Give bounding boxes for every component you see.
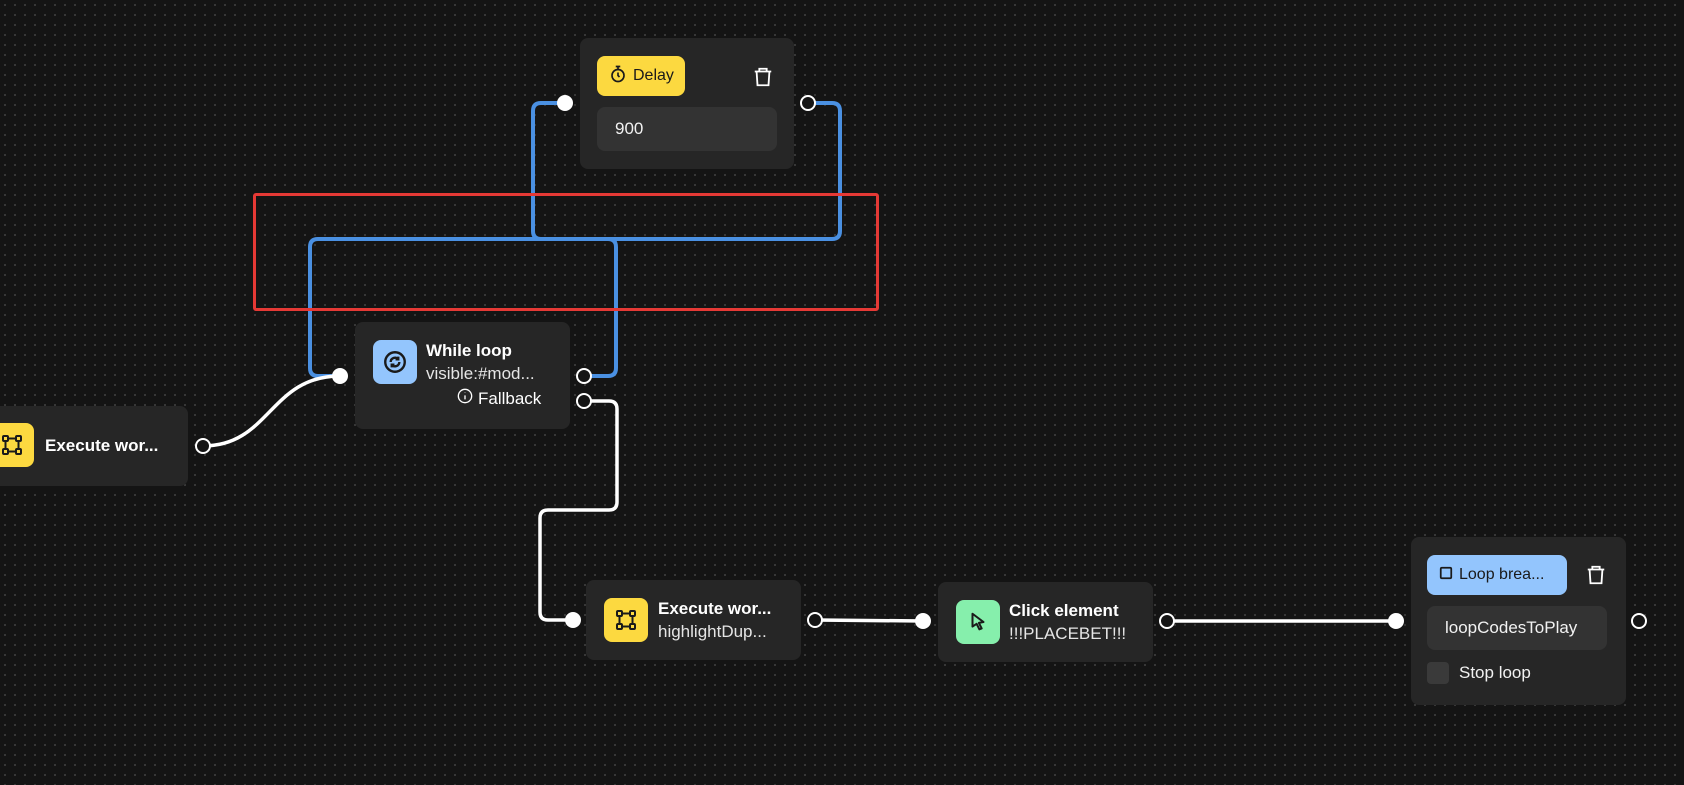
delay-node[interactable]: Delay 900 — [580, 38, 794, 169]
execute-bottom-input-handle[interactable] — [565, 612, 581, 628]
fallback-label: Fallback — [478, 388, 542, 408]
delay-output-handle[interactable] — [800, 95, 816, 111]
delay-label-pill: Delay — [597, 56, 685, 96]
execute-workflow-node-left[interactable]: Execute wor... — [0, 406, 188, 486]
loop-breakpoint-node[interactable]: Loop brea... loopCodesToPlay Stop loop — [1411, 537, 1626, 705]
flow-nodes-icon — [604, 598, 648, 642]
loop-break-input-handle[interactable] — [1388, 613, 1404, 629]
node-condition: visible:#mod... — [426, 364, 535, 383]
trash-icon[interactable] — [750, 63, 776, 91]
node-title: Execute wor... — [658, 599, 772, 618]
execute-workflow-node[interactable]: Execute wor... highlightDup... — [586, 580, 801, 660]
node-title: While loop — [426, 341, 512, 360]
click-input-handle[interactable] — [915, 613, 931, 629]
cursor-icon — [956, 600, 1000, 644]
execute-bottom-output-handle[interactable] — [807, 612, 823, 628]
node-title: Execute wor... — [45, 436, 159, 455]
fallback-label-row: Fallback — [457, 388, 541, 409]
while-loop-output-handle[interactable] — [576, 368, 592, 384]
loop-break-label-pill: Loop brea... — [1427, 555, 1567, 595]
stop-loop-checkbox[interactable] — [1427, 662, 1449, 684]
info-icon — [457, 388, 473, 409]
flow-nodes-icon — [0, 423, 34, 467]
while-input-handle[interactable] — [332, 368, 348, 384]
node-title: Click element — [1009, 601, 1119, 620]
loop-id-input[interactable]: loopCodesToPlay — [1427, 606, 1607, 650]
trash-icon[interactable] — [1583, 561, 1609, 589]
node-subtitle: highlightDup... — [658, 622, 767, 641]
loop-break-label: Loop brea... — [1459, 566, 1545, 583]
edge-execute-to-while — [201, 374, 342, 448]
while-fallback-output-handle[interactable] — [576, 393, 592, 409]
delay-input-handle[interactable] — [557, 95, 573, 111]
node-subtitle: !!!PLACEBET!!! — [1009, 624, 1127, 643]
square-icon — [1439, 566, 1453, 585]
while-loop-node[interactable]: While loop visible:#mod... Fallback — [355, 322, 570, 429]
click-element-node[interactable]: Click element !!!PLACEBET!!! — [938, 582, 1153, 662]
stopwatch-icon — [609, 65, 627, 88]
execute-left-output-handle[interactable] — [195, 438, 211, 454]
loop-break-output-handle[interactable] — [1631, 613, 1647, 629]
loop-icon — [373, 340, 417, 384]
edge-execute-to-click — [813, 618, 926, 623]
delay-value-input[interactable]: 900 — [597, 107, 777, 151]
click-output-handle[interactable] — [1159, 613, 1175, 629]
delay-label: Delay — [633, 67, 674, 84]
selection-box — [253, 193, 879, 311]
stop-loop-label: Stop loop — [1459, 663, 1531, 682]
